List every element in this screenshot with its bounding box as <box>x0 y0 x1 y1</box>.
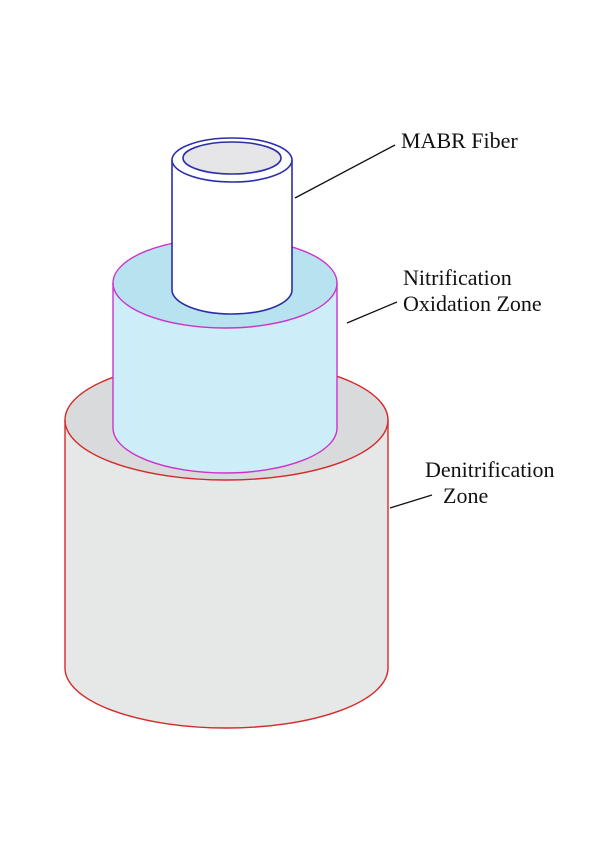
denitrification-label-line1: Denitrification <box>425 457 555 482</box>
mabr-fiber-cylinder <box>171 137 293 315</box>
nitrification-label-line2: Oxidation Zone <box>403 291 542 316</box>
nitrification-leader-line <box>346 301 398 324</box>
denitrification-label: Denitrification Zone <box>425 457 555 509</box>
denitrification-leader-line <box>389 494 433 509</box>
nitrification-label: Nitrification Oxidation Zone <box>403 265 542 317</box>
denitrification-label-line2: Zone <box>443 483 489 508</box>
nitrification-zone-cylinder <box>112 237 338 474</box>
mabr-fiber-label: MABR Fiber <box>401 128 518 154</box>
nitrification-label-line1: Nitrification <box>403 265 512 290</box>
mabr-fiber-label-text: MABR Fiber <box>401 128 518 153</box>
fiber-leader-line <box>294 144 396 199</box>
